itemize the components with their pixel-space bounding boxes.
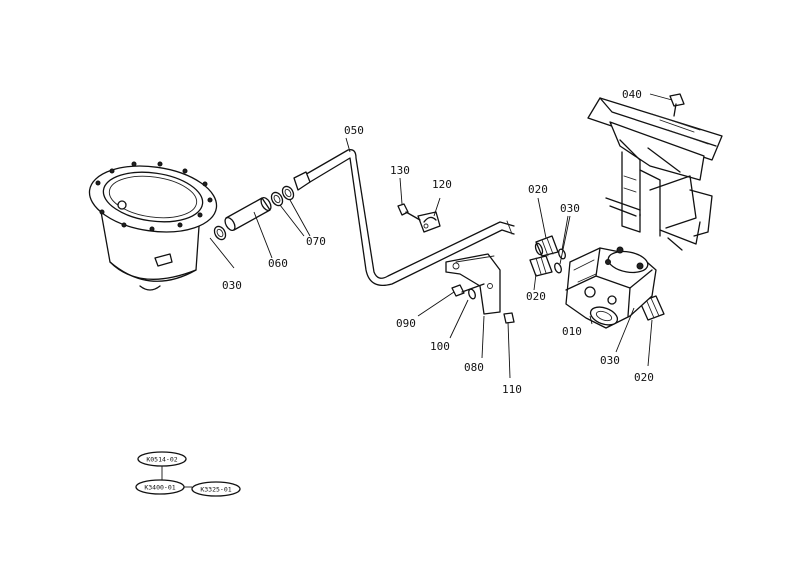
label-part-130: 130 xyxy=(390,164,410,177)
label-part-050: 050 xyxy=(344,124,364,137)
pipe-050 xyxy=(293,149,515,287)
label-part-010: 010 xyxy=(562,325,582,338)
label-part-020-middle: 020 xyxy=(526,290,546,303)
label-part-060: 060 xyxy=(268,257,288,270)
reference-callouts: K0514-02 K3400-01 K3325-01 xyxy=(135,451,241,497)
fitting-020-middle xyxy=(529,255,553,277)
reference-oval-2[interactable] xyxy=(135,479,185,495)
washer-100 xyxy=(468,288,476,300)
bolt-090 xyxy=(451,283,485,297)
bolt-130 xyxy=(397,203,421,221)
label-part-030-bottom: 030 xyxy=(600,354,620,367)
label-part-080: 080 xyxy=(464,361,484,374)
hose-clamp-070-right xyxy=(270,185,295,207)
bolt-040 xyxy=(669,93,685,117)
steering-valve-010 xyxy=(565,246,657,329)
leader-lines xyxy=(209,93,673,379)
oil-tank xyxy=(88,161,218,291)
label-part-040: 040 xyxy=(622,88,642,101)
seal-030-top xyxy=(554,248,566,274)
label-part-100: 100 xyxy=(430,340,450,353)
label-part-020-bottom: 020 xyxy=(634,371,654,384)
steering-support-bracket xyxy=(587,97,723,251)
part-labels: 030 060 070 050 130 120 020 030 040 020 … xyxy=(222,88,654,396)
reference-code-2[interactable]: K3400-01 xyxy=(144,484,175,492)
label-part-020-top: 020 xyxy=(528,183,548,196)
reference-oval-1[interactable] xyxy=(137,451,187,467)
label-part-030-top: 030 xyxy=(560,202,580,215)
fitting-020-top xyxy=(534,235,559,257)
label-part-120: 120 xyxy=(432,178,452,191)
label-part-090: 090 xyxy=(396,317,416,330)
pipe-clamp-120 xyxy=(417,211,441,233)
label-part-110: 110 xyxy=(502,383,522,396)
reference-code-3[interactable]: K3325-01 xyxy=(200,486,231,494)
label-part-070-left: 030 xyxy=(222,279,242,292)
reference-code-1[interactable]: K0514-02 xyxy=(146,456,177,464)
label-part-070-right: 070 xyxy=(306,235,326,248)
nut-110 xyxy=(503,312,515,324)
hose-060 xyxy=(224,196,272,232)
hose-clamp-070-left xyxy=(213,225,227,241)
reference-oval-3[interactable] xyxy=(191,481,241,497)
bracket-080 xyxy=(445,253,501,315)
